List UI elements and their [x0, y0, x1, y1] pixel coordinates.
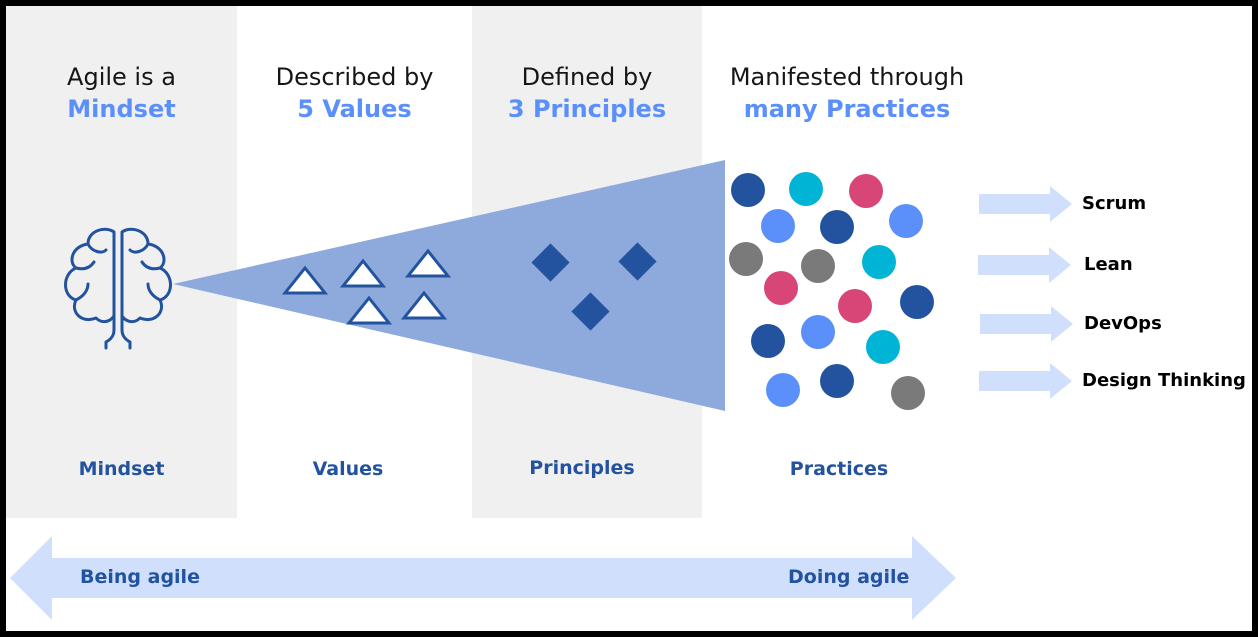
principles-heading: Defined by 3 Principles	[472, 61, 702, 125]
spectrum-arrow	[10, 536, 956, 620]
dot-icon	[764, 271, 798, 305]
dot-icon	[862, 245, 896, 279]
dot-icon	[789, 172, 823, 206]
triangle-icon	[345, 295, 393, 325]
arrow-devops	[980, 306, 1073, 342]
mindset-heading: Agile is a Mindset	[6, 61, 237, 125]
heading-line2: many Practices	[743, 95, 951, 123]
dot-icon	[766, 373, 800, 407]
practice-label-devops: DevOps	[1084, 313, 1162, 334]
triangle-icon	[339, 258, 387, 288]
dot-icon	[820, 210, 854, 244]
practice-label-design-thinking: Design Thinking	[1082, 370, 1246, 391]
dot-icon	[751, 324, 785, 358]
dot-icon	[761, 209, 795, 243]
dot-icon	[731, 173, 765, 207]
dot-icon	[891, 376, 925, 410]
practice-label-lean: Lean	[1084, 254, 1133, 275]
brain-icon	[64, 227, 172, 350]
arrow-scrum	[979, 186, 1072, 222]
heading-line1: Described by	[275, 63, 434, 91]
heading-line2: 5 Values	[297, 95, 412, 123]
dot-icon	[820, 364, 854, 398]
column-label-principles: Principles	[529, 457, 635, 479]
diagram-canvas: Agile is a Mindset Described by 5 Values…	[6, 6, 1252, 631]
dot-icon	[801, 315, 835, 349]
cone-shape	[173, 160, 725, 411]
heading-line1: Defined by	[521, 63, 653, 91]
triangle-icon	[400, 290, 448, 320]
heading-line1: Manifested through	[729, 63, 965, 91]
heading-line2: Mindset	[67, 95, 176, 123]
column-label-practices: Practices	[789, 458, 889, 480]
dot-icon	[838, 289, 872, 323]
arrow-design-thinking	[979, 363, 1072, 399]
dot-icon	[889, 204, 923, 238]
dot-icon	[801, 249, 835, 283]
practices-heading: Manifested through many Practices	[702, 61, 992, 125]
dot-icon	[866, 330, 900, 364]
being-agile-label: Being agile	[80, 566, 200, 588]
diamond-icon	[571, 292, 610, 331]
dot-icon	[729, 242, 763, 276]
triangle-icon	[404, 248, 452, 278]
heading-line2: 3 Principles	[507, 95, 667, 123]
column-label-mindset: Mindset	[78, 458, 165, 480]
doing-agile-label: Doing agile	[788, 566, 910, 588]
triangle-icon	[281, 265, 329, 295]
diagram-graphics	[10, 160, 1073, 620]
dot-icon	[849, 174, 883, 208]
practice-label-scrum: Scrum	[1082, 193, 1147, 214]
arrow-lean	[978, 247, 1071, 283]
heading-line1: Agile is a	[67, 63, 176, 91]
dot-icon	[900, 285, 934, 319]
column-label-values: Values	[312, 458, 384, 480]
values-heading: Described by 5 Values	[237, 61, 472, 125]
